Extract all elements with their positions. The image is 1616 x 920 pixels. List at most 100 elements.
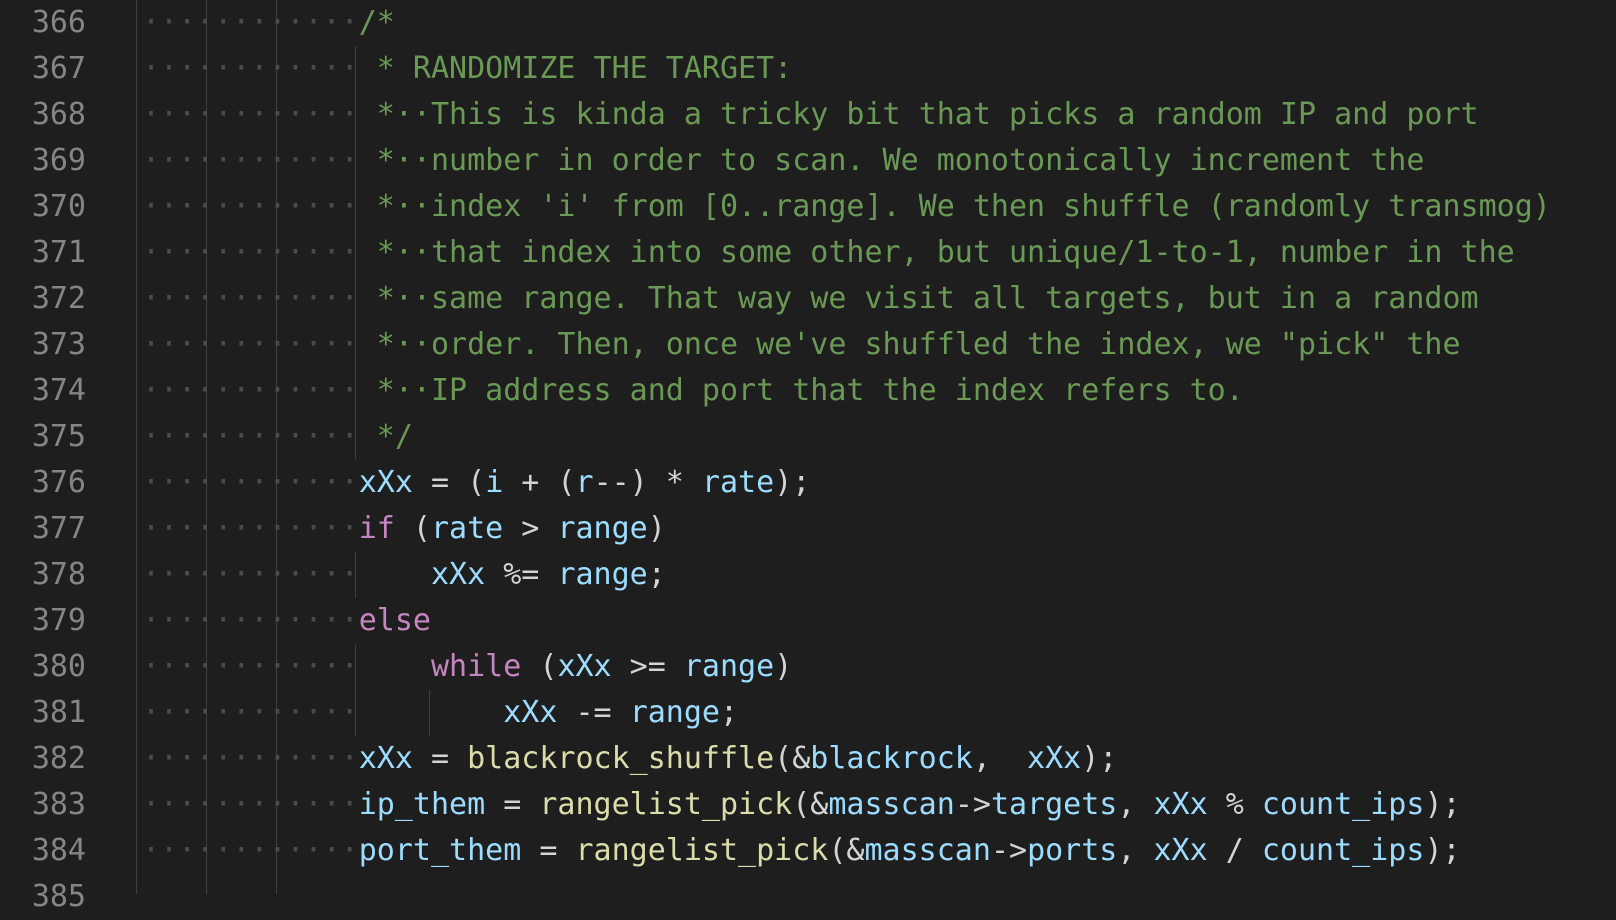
token-comment: *··that index into some other, but uniqu… xyxy=(358,235,1515,270)
whitespace-markers: ············ xyxy=(142,419,359,454)
token-op: ; xyxy=(647,557,666,592)
code-content: ············ */ xyxy=(142,414,413,460)
token-op: (& xyxy=(828,833,865,868)
whitespace-markers: ············ xyxy=(142,787,359,822)
whitespace-markers: ············ xyxy=(142,557,359,592)
indent-guide xyxy=(136,0,137,894)
line-number: 367 xyxy=(31,51,86,86)
whitespace-markers: ············ xyxy=(142,649,359,684)
token-comment: /* xyxy=(358,5,395,40)
token-ident: range xyxy=(683,649,775,684)
token-op: , xyxy=(1117,787,1154,822)
code-line[interactable]: 367 ············ * RANDOMIZE THE TARGET: xyxy=(0,46,1616,92)
token-op xyxy=(359,695,504,730)
line-number: 369 xyxy=(31,143,86,178)
code-line[interactable]: 368············ *··This is kinda a trick… xyxy=(0,92,1616,138)
token-op: = xyxy=(412,741,468,776)
code-line[interactable]: 379 ············else xyxy=(0,598,1616,644)
token-ident: range xyxy=(629,695,720,730)
code-content: ············ * RANDOMIZE THE TARGET: xyxy=(142,46,792,92)
code-line[interactable]: 375············ */ xyxy=(0,414,1616,460)
token-op: = ( xyxy=(412,465,486,500)
code-line[interactable]: 369 ············ *··number in order to sc… xyxy=(0,138,1616,184)
whitespace-markers: ············ xyxy=(142,51,359,86)
line-number: 366 xyxy=(31,5,86,40)
comment-indent-guide xyxy=(355,46,356,460)
token-ident: masscan xyxy=(864,833,991,868)
token-ident: xXx xyxy=(358,741,413,776)
line-number: 373 xyxy=(31,327,86,362)
token-ident: port_them xyxy=(358,833,522,868)
line-number: 370 xyxy=(31,189,86,224)
code-line[interactable]: 384············port_them = rangelist_pic… xyxy=(0,828,1616,874)
code-content: ············else xyxy=(142,598,431,644)
token-op: , xyxy=(1117,833,1154,868)
whitespace-markers: ············ xyxy=(142,833,359,868)
code-content: ············ *··index 'i' from [0..range… xyxy=(142,184,1551,230)
token-op: ); xyxy=(1424,787,1461,822)
whitespace-markers: ············ xyxy=(142,189,359,224)
line-number: 381 xyxy=(31,695,86,730)
token-comment: *··IP address and port that the index re… xyxy=(358,373,1244,408)
code-content: ············ *··number in order to scan.… xyxy=(142,138,1424,184)
token-ident: count_ips xyxy=(1261,787,1425,822)
whitespace-markers: ············ xyxy=(142,97,359,132)
code-line[interactable]: 382 ············xXx = blackrock_shuffle(&… xyxy=(0,736,1616,782)
line-number: 384 xyxy=(31,833,86,868)
token-comment: *··index 'i' from [0..range]. We then sh… xyxy=(358,189,1551,224)
code-content: ············if (rate > range) xyxy=(142,506,666,552)
whitespace-markers: ············ xyxy=(142,465,359,500)
code-line[interactable]: 376 ············xXx = (i + (r--) * rate); xyxy=(0,460,1616,506)
token-op: + ( xyxy=(503,465,576,500)
code-line[interactable]: 381············ xXx -= range; xyxy=(0,690,1616,736)
token-op: ) xyxy=(774,649,793,684)
token-fn: blackrock_shuffle xyxy=(467,741,775,776)
code-line[interactable]: 385 xyxy=(0,874,1616,920)
whitespace-markers: ············ xyxy=(142,281,359,316)
code-line[interactable]: 377 ············if (rate > range) xyxy=(0,506,1616,552)
token-op: --) * xyxy=(593,465,702,500)
code-line[interactable]: 378············ xXx %= range; xyxy=(0,552,1616,598)
code-line[interactable]: 370 ············ *··index 'i' from [0..ra… xyxy=(0,184,1616,230)
token-ident: xXx xyxy=(503,695,558,730)
while-block-indent-guide xyxy=(429,690,430,736)
token-op: (& xyxy=(792,787,829,822)
line-number: 382 xyxy=(31,741,86,776)
token-comment: *··This is kinda a tricky bit that picks… xyxy=(358,97,1479,132)
token-op: ( xyxy=(394,511,431,546)
token-ident: xXx xyxy=(1027,741,1082,776)
code-line[interactable]: 383············ip_them = rangelist_pick(… xyxy=(0,782,1616,828)
code-content: ············xXx = blackrock_shuffle(&bla… xyxy=(142,736,1117,782)
whitespace-markers: ············ xyxy=(142,327,359,362)
code-line[interactable]: 374············ *··IP address and port t… xyxy=(0,368,1616,414)
line-number: 383 xyxy=(31,787,86,822)
token-op xyxy=(359,649,431,684)
whitespace-markers: ············ xyxy=(142,373,359,408)
code-line[interactable]: 380············ while (xXx >= range) xyxy=(0,644,1616,690)
token-op: ); xyxy=(774,465,811,500)
whitespace-markers: ············ xyxy=(142,695,359,730)
code-content: ············xXx = (i + (r--) * rate); xyxy=(142,460,810,506)
code-line[interactable]: 366 ············/* xyxy=(0,0,1616,46)
token-op: = xyxy=(521,833,576,868)
code-line[interactable]: 372············ *··same range. That way … xyxy=(0,276,1616,322)
token-comment: *··order. Then, once we've shuffled the … xyxy=(358,327,1461,362)
whitespace-markers: ············ xyxy=(142,511,359,546)
token-ident: xXx xyxy=(557,649,612,684)
token-ident: xXx xyxy=(358,465,413,500)
line-number: 376 xyxy=(31,465,86,500)
whitespace-markers: ············ xyxy=(142,5,359,40)
token-ident: blackrock xyxy=(810,741,973,776)
token-ident: xXx xyxy=(1153,833,1208,868)
token-ident: count_ips xyxy=(1261,833,1425,868)
code-content: ············ *··that index into some oth… xyxy=(142,230,1515,276)
token-op: -= xyxy=(557,695,630,730)
line-number: 377 xyxy=(31,511,86,546)
token-comment: */ xyxy=(358,419,413,454)
code-line[interactable]: 373 ············ *··order. Then, once we'… xyxy=(0,322,1616,368)
code-line[interactable]: 371············ *··that index into some … xyxy=(0,230,1616,276)
token-ident: xXx xyxy=(431,557,486,592)
code-content: ············ *··IP address and port that… xyxy=(142,368,1244,414)
line-number: 379 xyxy=(31,603,86,638)
